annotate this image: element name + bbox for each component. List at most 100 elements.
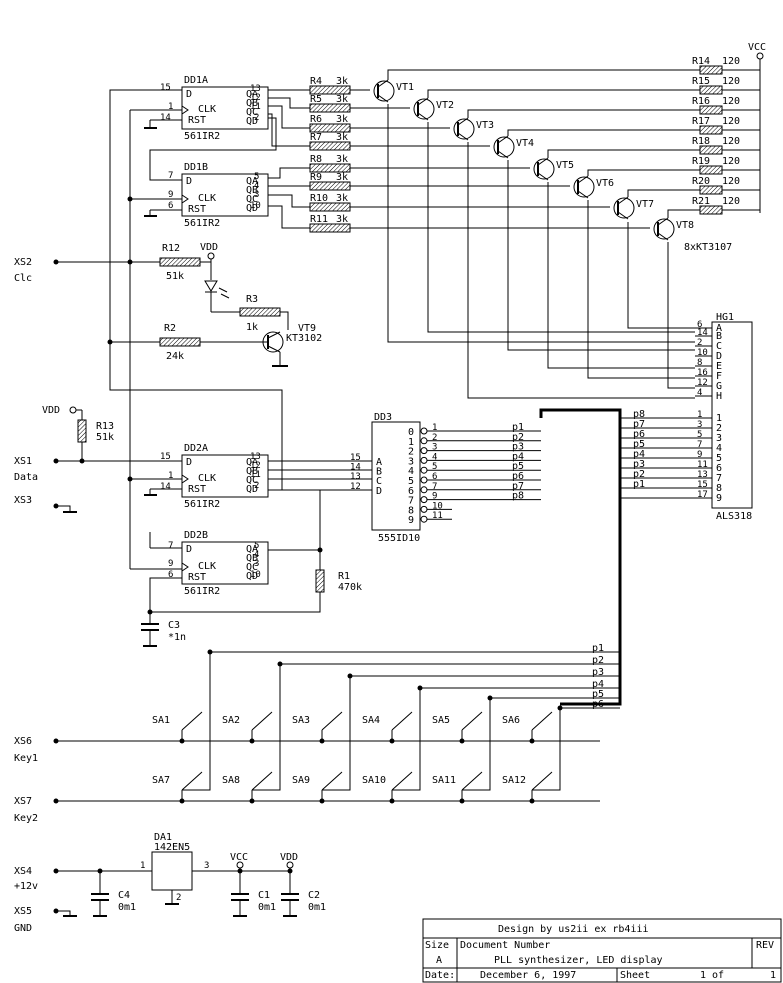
decoder-out-net: p1 — [512, 422, 524, 433]
decoder-out-net: p3 — [512, 442, 524, 453]
decoder-out-label: 5 — [408, 476, 414, 487]
seg-pin-number: 3 — [697, 420, 702, 430]
key-net-label: p6 — [592, 699, 604, 710]
digit-pin-number: 8 — [697, 358, 702, 368]
svg-text:12: 12 — [250, 93, 261, 103]
dd2b-body — [181, 541, 269, 585]
seg-number: 2 — [716, 423, 722, 434]
decoder-part: 555ID10 — [378, 533, 420, 544]
svg-text:12: 12 — [250, 461, 261, 471]
segment-resistor-value: 120 — [722, 136, 740, 147]
svg-text:C4: C4 — [118, 890, 130, 901]
switch-label: SA9 — [292, 775, 310, 786]
base-resistor-ref: R8 — [310, 154, 322, 165]
svg-text:RST: RST — [188, 572, 206, 583]
base-resistor-ref: R7 — [310, 132, 322, 143]
svg-text:51k: 51k — [96, 432, 114, 443]
svg-text:QA: QA — [246, 89, 258, 100]
segment-resistor — [699, 65, 723, 75]
transistor-ref: VT1 — [396, 82, 414, 93]
svg-text:1k: 1k — [246, 322, 258, 333]
xs7-label: Key2 — [14, 813, 38, 824]
seg-net-label: p4 — [633, 449, 645, 460]
p-bus — [539, 408, 622, 706]
svg-text:0m1: 0m1 — [308, 902, 326, 913]
seg-net-label: p8 — [633, 409, 645, 420]
svg-text:5: 5 — [254, 172, 259, 182]
decoder-out-label: 0 — [408, 427, 414, 438]
display-body — [711, 321, 753, 509]
svg-text:Document Number: Document Number — [460, 940, 550, 951]
svg-text:VCC: VCC — [230, 852, 248, 863]
seg-number: 8 — [716, 483, 722, 494]
base-resistor — [309, 103, 351, 113]
svg-text:D: D — [186, 544, 192, 555]
xs6-ref: XS6 — [14, 736, 32, 747]
segment-resistor — [699, 105, 723, 115]
decoder-in-pin: 13 — [350, 472, 361, 482]
base-resistor-ref: R5 — [310, 94, 322, 105]
svg-text:14: 14 — [160, 113, 171, 123]
decoder-out-pin: 2 — [432, 433, 437, 443]
register-dd1b: DD1B D CLK RST QA QB QC QD 561IR2 7 9 6 … — [168, 162, 269, 229]
seg-pin-number: 7 — [697, 440, 702, 450]
transistor-ref: VT4 — [516, 138, 534, 149]
seg-number: 4 — [716, 443, 722, 454]
xs1-label: Data — [14, 472, 38, 483]
digit-letter: F — [716, 371, 722, 382]
svg-text:4: 4 — [254, 550, 259, 560]
segment-resistor-ref: R16 — [692, 96, 710, 107]
svg-text:CLK: CLK — [198, 473, 216, 484]
switch-contact — [461, 711, 483, 731]
digit-pin-number: 2 — [697, 338, 702, 348]
svg-text:QC: QC — [246, 194, 258, 205]
dd2a-part: 561IR2 — [184, 499, 220, 510]
r2-resistor — [159, 337, 201, 347]
xs7-ref: XS7 — [14, 796, 32, 807]
decoder-out-label: 6 — [408, 486, 414, 497]
svg-text:December 6, 1997: December 6, 1997 — [480, 970, 576, 981]
r3-resistor — [239, 307, 281, 317]
seg-net-label: p3 — [633, 459, 645, 470]
decoder-out-bubble — [420, 456, 428, 464]
svg-text:5: 5 — [254, 541, 259, 551]
display-ref: HG1 — [716, 312, 734, 323]
base-resistor-value: 3k — [336, 172, 348, 183]
switch-label: SA8 — [222, 775, 240, 786]
key-net-label: p4 — [592, 679, 604, 690]
svg-text:10: 10 — [250, 201, 261, 211]
dd2a-body — [181, 454, 269, 498]
switch-contact — [461, 771, 483, 791]
svg-text:Date:: Date: — [425, 970, 455, 981]
base-resistor-ref: R6 — [310, 114, 322, 125]
svg-text:C2: C2 — [308, 890, 320, 901]
base-resistor-value: 3k — [336, 154, 348, 165]
base-resistor-value: 3k — [336, 214, 348, 225]
digit-pin-number: 4 — [697, 388, 702, 398]
svg-text:15: 15 — [160, 83, 171, 93]
keyboard-rows: XS6 Key1 XS7 Key2 — [14, 736, 600, 824]
svg-text:11: 11 — [250, 102, 261, 112]
svg-text:6: 6 — [168, 201, 173, 211]
transistor-ref: VT3 — [476, 120, 494, 131]
switch-label: SA2 — [222, 715, 240, 726]
dd2a-ref: DD2A — [184, 443, 208, 454]
base-resistor-ref: R10 — [310, 193, 328, 204]
xs1-ref: XS1 — [14, 456, 32, 467]
base-resistor-ref: R11 — [310, 214, 328, 225]
segment-resistor-ref: R14 — [692, 56, 710, 67]
svg-text:QB: QB — [246, 98, 258, 109]
svg-text:QC: QC — [246, 107, 258, 118]
decoder-out-label: 2 — [408, 447, 414, 458]
base-resistor — [309, 123, 351, 133]
switch-contact — [531, 771, 553, 791]
decoder-out-pin: 7 — [432, 482, 437, 492]
svg-text:REV: REV — [756, 940, 774, 951]
svg-text:C3: C3 — [168, 620, 180, 631]
segment-resistor — [699, 185, 723, 195]
decoder-out-label: 9 — [408, 515, 414, 526]
